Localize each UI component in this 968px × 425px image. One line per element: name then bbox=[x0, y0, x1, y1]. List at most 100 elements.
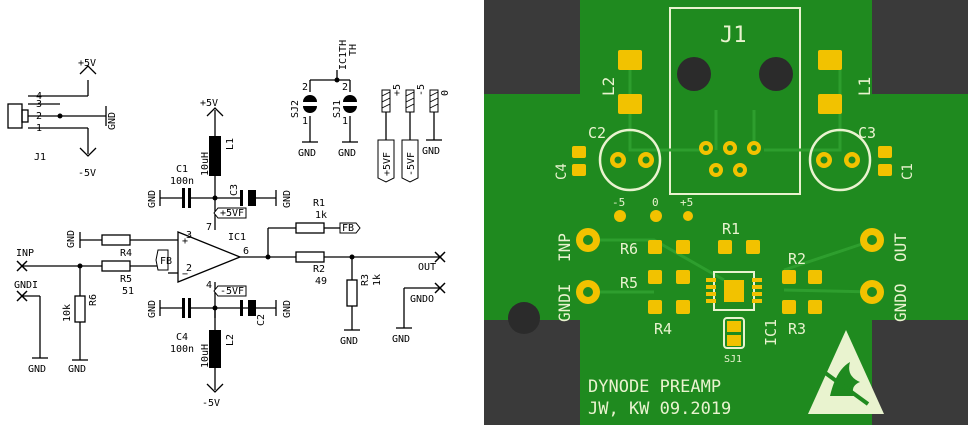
j1-body bbox=[7, 103, 23, 129]
pcb-tp-zero-label: 0 bbox=[652, 196, 659, 209]
flag-minus5vf-tp bbox=[401, 139, 419, 183]
mounting-hole bbox=[508, 302, 540, 334]
ic1-pin6: 6 bbox=[243, 246, 249, 257]
c4-value: 100n bbox=[170, 344, 194, 355]
ic1-ref: IC1 bbox=[228, 232, 246, 243]
sj1-pin1: 1 bbox=[342, 116, 348, 127]
r4-gnd: GND bbox=[66, 230, 77, 248]
c3-ref: C3 bbox=[229, 184, 240, 196]
r5-value: 51 bbox=[122, 286, 134, 297]
sj1-ref: SJ1 bbox=[332, 100, 343, 118]
pcb-sj1-outline bbox=[723, 317, 745, 349]
ic1-pin7: 7 bbox=[206, 222, 212, 233]
j1-pin1: 1 bbox=[36, 123, 42, 134]
c4-gnd: GND bbox=[147, 300, 158, 318]
c1-ref: C1 bbox=[176, 164, 188, 175]
pcb-out-label: OUT bbox=[891, 233, 910, 262]
pcb-r4-label: R4 bbox=[654, 320, 672, 338]
r1-value: 1k bbox=[315, 210, 327, 221]
pcb-r3-label: R3 bbox=[788, 320, 806, 338]
port-inp: INP bbox=[16, 248, 34, 259]
ic1-pin3: 3 bbox=[186, 230, 192, 241]
pcb-inp-label: INP bbox=[555, 233, 574, 262]
flag-minus5vf-tp-text: -5VF bbox=[406, 152, 417, 176]
flag-fb-out bbox=[339, 222, 361, 234]
tp-zero-label: 0 bbox=[440, 90, 451, 96]
l1-value: 10uH bbox=[200, 152, 211, 176]
j1-outline bbox=[669, 7, 801, 195]
gndi-gnd: GND bbox=[28, 364, 46, 375]
flag-fb-out-text: FB bbox=[342, 223, 354, 234]
schematic: J1 4 3 2 1 +5V -5V GND +5V 10uH L1 C1 10… bbox=[7, 40, 451, 409]
pcb-ic1-label: IC1 bbox=[762, 319, 780, 346]
gndo-gnd: GND bbox=[392, 334, 410, 345]
port-gndo: GNDO bbox=[410, 294, 434, 305]
pcb-footer-title: DYNODE PREAMP bbox=[588, 377, 721, 397]
c1-gnd: GND bbox=[147, 190, 158, 208]
flag-fb-in-text: FB bbox=[160, 256, 172, 267]
r6-value: 10k bbox=[62, 304, 73, 322]
r6-gnd: GND bbox=[68, 364, 86, 375]
pcb-tp-minus5-label: -5 bbox=[612, 196, 625, 209]
pcb-board bbox=[484, 0, 968, 425]
c4-ref: C4 bbox=[176, 332, 188, 343]
r1-body bbox=[295, 222, 325, 234]
j1-hole-right bbox=[759, 57, 793, 91]
j1-ref: J1 bbox=[34, 152, 46, 163]
l2-body bbox=[209, 330, 221, 368]
c2-plate bbox=[240, 300, 243, 316]
bottom-minus5v-label: -5V bbox=[202, 398, 220, 409]
flag-plus5vf-text: +5VF bbox=[220, 208, 244, 219]
j1-minus5v-label: -5V bbox=[78, 168, 96, 179]
r6-ref: R6 bbox=[88, 294, 99, 306]
sj2-top bbox=[303, 95, 317, 102]
c1-value: 100n bbox=[170, 176, 194, 187]
l1-body bbox=[209, 136, 221, 176]
pcb-ic1-outline bbox=[713, 271, 755, 311]
j1-pin3: 3 bbox=[36, 99, 42, 110]
j1-gnd-label: GND bbox=[107, 112, 118, 130]
sj2-pin2: 2 bbox=[302, 82, 308, 93]
pcb-r5-label: R5 bbox=[620, 274, 638, 292]
l1-ref: L1 bbox=[225, 138, 236, 150]
pcb-r2-label: R2 bbox=[788, 250, 806, 268]
r3-body bbox=[346, 279, 358, 307]
pcb-l1-label: L1 bbox=[855, 77, 874, 96]
r2-value: 49 bbox=[315, 276, 327, 287]
r1-ref: R1 bbox=[313, 198, 325, 209]
pcb-c3-label: C3 bbox=[858, 124, 876, 142]
flag-minus5vf bbox=[213, 285, 247, 297]
port-out: OUT bbox=[418, 262, 436, 273]
flag-plus5vf-tp-text: +5VF bbox=[382, 152, 393, 176]
ic1-plus: + bbox=[182, 236, 188, 247]
pcb-ic1-pad bbox=[724, 280, 744, 302]
c2-gnd: GND bbox=[282, 300, 293, 318]
sj1-pin2: 2 bbox=[342, 82, 348, 93]
r3-ref: R3 bbox=[360, 274, 371, 286]
tp-zero-gnd: GND bbox=[422, 146, 440, 157]
pcb-c4-label: C4 bbox=[554, 163, 570, 180]
j1-latch bbox=[21, 109, 29, 123]
l2-value: 10uH bbox=[200, 344, 211, 368]
r4-body bbox=[101, 234, 131, 246]
pcb-render: J1 L2 L1 C2 C3 C4 C1 bbox=[484, 0, 968, 425]
tp-zero bbox=[429, 89, 439, 113]
ic1-minus: − bbox=[182, 269, 188, 280]
sj1-top bbox=[343, 95, 357, 102]
pcb-tp-plus5-label: +5 bbox=[680, 196, 693, 209]
c3-plate bbox=[240, 190, 243, 206]
c1-plate bbox=[182, 188, 185, 208]
c2-ref: C2 bbox=[256, 314, 267, 326]
pcb-c1-label: C1 bbox=[900, 163, 916, 180]
r3-gnd: GND bbox=[340, 336, 358, 347]
r4-ref: R4 bbox=[120, 248, 132, 259]
pcb-j1-label: J1 bbox=[720, 23, 747, 48]
j1-pin4: 4 bbox=[36, 91, 42, 102]
r6-body bbox=[74, 295, 86, 323]
tp-plus5 bbox=[381, 89, 391, 113]
flag-plus5vf bbox=[213, 207, 247, 219]
ic1-opamp bbox=[177, 231, 242, 283]
sj1-gnd: GND bbox=[338, 148, 356, 159]
r2-ref: R2 bbox=[313, 264, 325, 275]
port-gndi: GNDI bbox=[14, 280, 38, 291]
